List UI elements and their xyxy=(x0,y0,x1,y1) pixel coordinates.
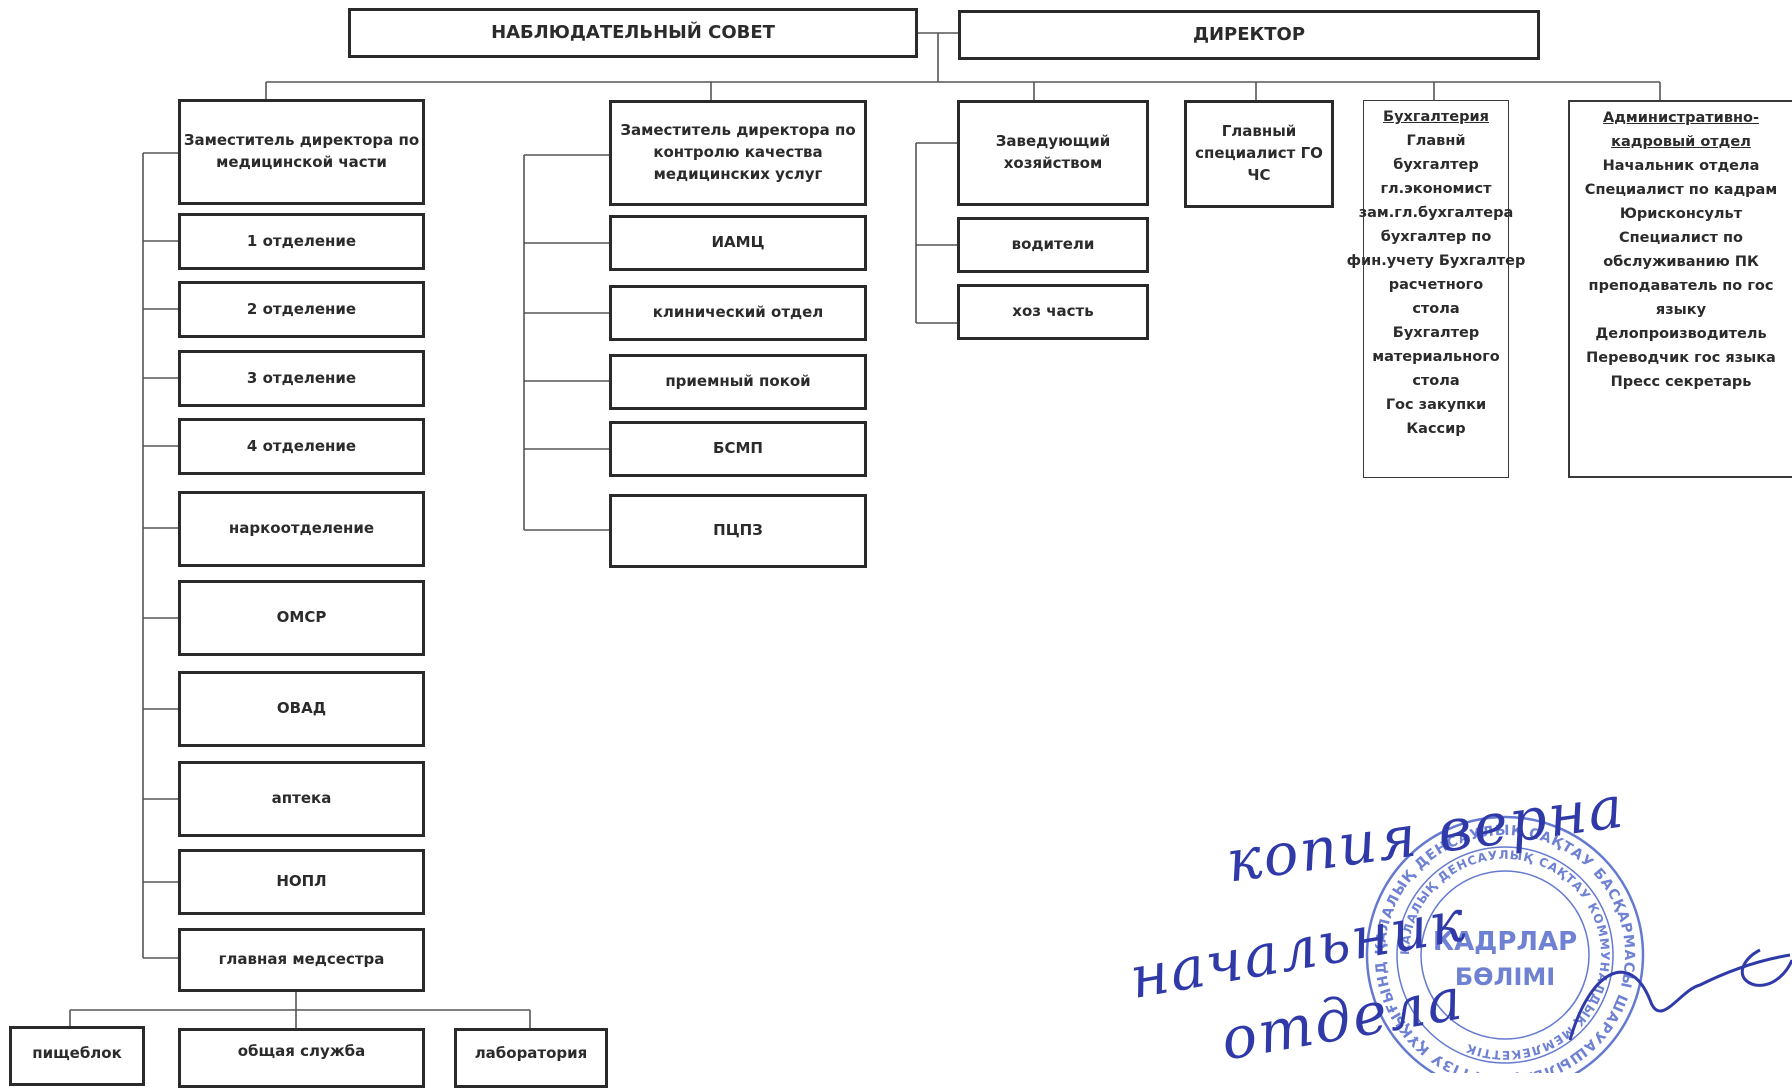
medical-item-label: ОВАД xyxy=(276,699,327,718)
household-item-box: водители xyxy=(957,217,1149,273)
accounting-line: материального xyxy=(1372,349,1500,365)
medical-item-box: аптека xyxy=(178,761,425,837)
accounting-line: фин.учету Бухгалтер xyxy=(1346,253,1526,269)
supervisory-board-box: НАБЛЮДАТЕЛЬНЫЙ СОВЕТ xyxy=(348,8,918,58)
quality-item-box: ПЦПЗ xyxy=(609,494,867,568)
quality-item-label: приемный покой xyxy=(665,372,811,391)
stamp-center-2: БӨЛІМІ xyxy=(1455,963,1555,991)
accounting-box: Бухгалтерия Главнй бухгалтер гл.экономис… xyxy=(1347,100,1525,478)
medical-item-box: 2 отделение xyxy=(178,281,425,338)
medical-item-box: НОПЛ xyxy=(178,849,425,915)
director-box: ДИРЕКТОР xyxy=(958,10,1540,60)
medical-item-label: ОМСР xyxy=(276,608,327,627)
deputy-medical-label: Заместитель директора по медицинской час… xyxy=(183,131,420,171)
medical-item-label: 3 отделение xyxy=(246,368,357,387)
medical-item-box: наркоотделение xyxy=(178,491,425,567)
accounting-line: зам.гл.бухгалтера xyxy=(1358,205,1514,221)
medical-item-label: НОПЛ xyxy=(276,872,327,891)
accounting-line: Кассир xyxy=(1406,421,1466,437)
official-stamp: ҚАЛАЛЫҚ ДЕНСАУЛЫҚ САҚТАУ БАСҚАРМАСЫ ШАРУ… xyxy=(1355,805,1645,1073)
medical-item-box: 4 отделение xyxy=(178,418,425,475)
civil-defense-label: Главный специалист ГО ЧС xyxy=(1195,122,1323,184)
hr-line: Пресс секретарь xyxy=(1610,374,1752,390)
accounting-line: стола xyxy=(1412,373,1460,389)
household-item-box: хоз часть xyxy=(957,284,1149,340)
deputy-medical-box: Заместитель директора по медицинской час… xyxy=(178,99,425,205)
deputy-quality-label: Заместитель директора по контролю качест… xyxy=(620,121,856,183)
medical-item-label: 4 отделение xyxy=(246,436,357,455)
household-item-label: водители xyxy=(1011,235,1095,254)
quality-item-label: ПЦПЗ xyxy=(713,521,763,540)
quality-item-label: ИАМЦ xyxy=(711,233,765,252)
household-head-box: Заведующий хозяйством xyxy=(957,100,1149,206)
household-item-label: хоз часть xyxy=(1012,302,1094,321)
hr-line: языку xyxy=(1655,302,1707,318)
quality-item-label: БСМП xyxy=(713,439,763,458)
medical-item-box: главная медсестра xyxy=(178,928,425,992)
hr-line: Специалист по xyxy=(1619,230,1743,246)
accounting-line: Гос закупки xyxy=(1385,397,1487,413)
medical-item-label: наркоотделение xyxy=(228,519,375,538)
accounting-line: Главнй бухгалтер xyxy=(1393,133,1479,173)
medical-item-box: 3 отделение xyxy=(178,350,425,407)
medical-item-label: 1 отделение xyxy=(246,231,357,250)
medical-item-box: ОМСР xyxy=(178,580,425,656)
medical-item-label: 2 отделение xyxy=(246,299,357,318)
director-label: ДИРЕКТОР xyxy=(1192,23,1306,45)
medical-item-box: ОВАД xyxy=(178,671,425,747)
quality-item-label: клинический отдел xyxy=(652,303,824,322)
household-head-label: Заведующий хозяйством xyxy=(995,132,1111,172)
stamp-center-1: КАДРЛАР xyxy=(1433,927,1577,957)
nurse-sub-box: пищеблок xyxy=(9,1026,145,1086)
accounting-title: Бухгалтерия xyxy=(1383,109,1489,125)
deputy-quality-box: Заместитель директора по контролю качест… xyxy=(609,100,867,206)
quality-item-box: клинический отдел xyxy=(609,285,867,341)
accounting-line: гл.экономист xyxy=(1380,181,1492,197)
quality-item-box: приемный покой xyxy=(609,354,867,410)
medical-item-label: главная медсестра xyxy=(218,950,385,969)
civil-defense-box: Главный специалист ГО ЧС xyxy=(1184,100,1334,208)
nurse-sub-label: общая служба xyxy=(237,1042,366,1060)
medical-item-label: аптека xyxy=(271,789,332,808)
medical-item-box: 1 отделение xyxy=(178,213,425,270)
hr-line: Специалист по кадрам xyxy=(1584,182,1778,198)
quality-item-box: ИАМЦ xyxy=(609,215,867,271)
hr-line: Юрисконсульт xyxy=(1619,206,1743,222)
hr-line: Переводчик гос языка xyxy=(1586,350,1776,366)
nurse-sub-label: лаборатория xyxy=(474,1044,588,1062)
supervisory-board-label: НАБЛЮДАТЕЛЬНЫЙ СОВЕТ xyxy=(491,21,775,43)
accounting-line: Бухгалтер xyxy=(1392,325,1480,341)
hr-line: преподаватель по гос xyxy=(1588,278,1774,294)
hr-line: Делопроизводитель xyxy=(1595,326,1767,342)
signature-scribble xyxy=(1568,948,1792,1041)
hr-title-line1: Административно- xyxy=(1602,110,1760,126)
accounting-line: бухгалтер по xyxy=(1380,229,1492,245)
hr-line: обслуживанию ПК xyxy=(1603,254,1759,270)
hr-line: Начальник отдела xyxy=(1602,158,1760,174)
nurse-sub-box: лаборатория xyxy=(454,1028,608,1088)
nurse-sub-label: пищеблок xyxy=(32,1044,122,1062)
accounting-line: расчетного стола xyxy=(1388,277,1484,317)
hr-title-line2: кадровый отдел xyxy=(1611,134,1751,150)
hr-department-box: Административно- кадровый отдел Начальни… xyxy=(1568,100,1792,478)
quality-item-box: БСМП xyxy=(609,421,867,477)
nurse-sub-box: общая служба xyxy=(178,1028,425,1088)
